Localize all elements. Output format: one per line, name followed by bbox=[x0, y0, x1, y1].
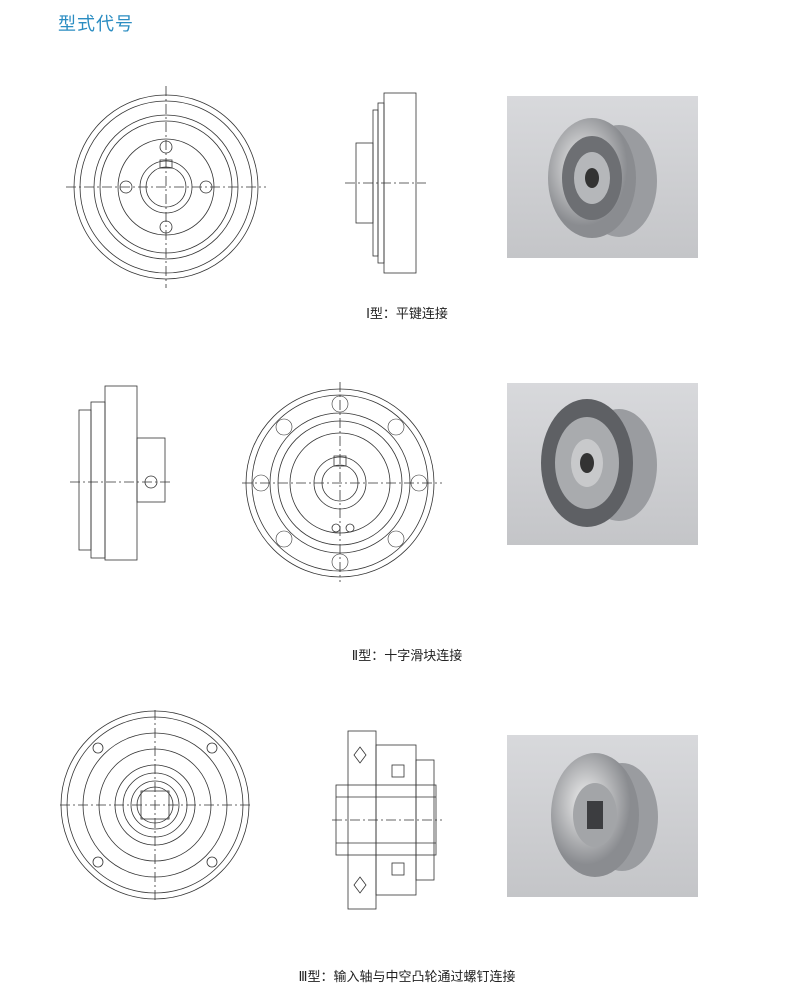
type2-product-photo bbox=[507, 383, 698, 545]
page-title: 型式代号 bbox=[58, 14, 134, 35]
type2-caption: Ⅱ型：十字滑块连接 bbox=[351, 649, 463, 664]
type1-side-view-drawing bbox=[345, 92, 426, 274]
type3-front-view-drawing bbox=[60, 710, 253, 903]
type1-caption: Ⅰ型：平键连接 bbox=[366, 307, 448, 322]
type3-product-photo bbox=[507, 735, 698, 897]
type3-section-view-drawing bbox=[332, 730, 442, 910]
type2-side-view-drawing bbox=[70, 385, 173, 561]
type1-product-photo bbox=[507, 96, 698, 258]
type2-front-view-drawing bbox=[242, 382, 442, 582]
type3-caption: Ⅲ型：输入轴与中空凸轮通过螺钉连接 bbox=[298, 970, 516, 985]
type1-front-view-drawing bbox=[66, 86, 266, 288]
